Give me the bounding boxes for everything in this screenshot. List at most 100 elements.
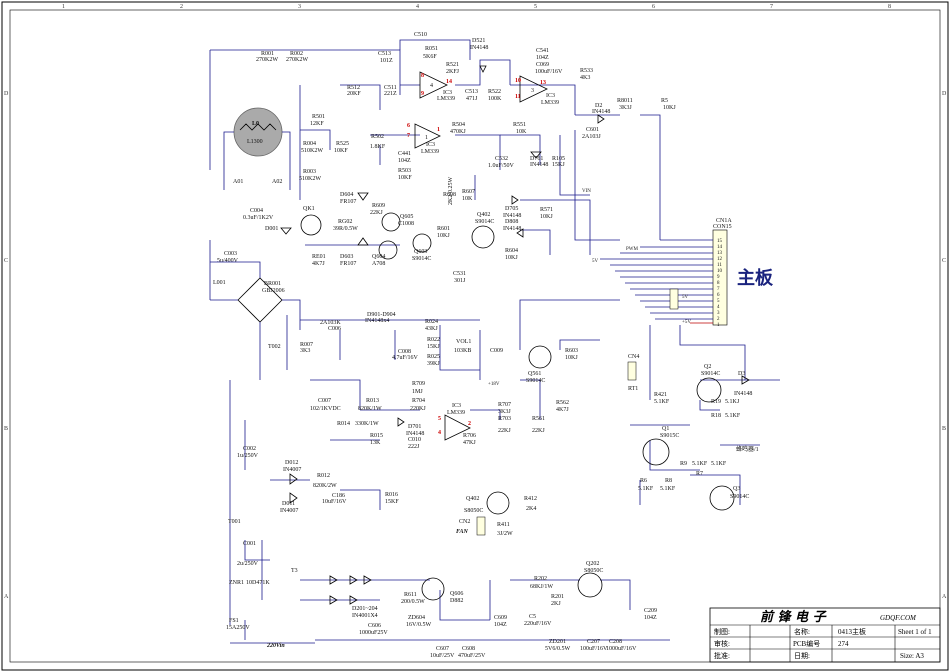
cn1a-pin-7: 7: [717, 287, 720, 292]
brand-title: 前 锋 电 子: [760, 609, 828, 625]
c609-label: C609: [494, 615, 507, 621]
d761-label: D761: [530, 156, 543, 162]
q202-value: S8050C: [584, 568, 603, 574]
r562-label: R562: [556, 400, 569, 406]
wires-right: [630, 325, 780, 505]
r533-label: R533: [580, 68, 593, 74]
zd604-label: ZD604: [408, 615, 425, 621]
r706-label: R706: [463, 433, 476, 439]
label-pizhun: 批准:: [714, 651, 730, 660]
r5-label: R5: [661, 98, 668, 104]
q603-value: S9014C: [412, 256, 431, 262]
r202-value: 68KJ/1W: [530, 584, 553, 590]
net-5vb-right: +5V: [682, 320, 691, 325]
r8-value: 5.1KF: [660, 486, 676, 492]
r706-value: 47KJ: [463, 440, 476, 446]
ic3b-value: LM339: [541, 100, 559, 106]
c208-label: C208: [609, 639, 622, 645]
ic3c-label: IC3: [426, 142, 435, 148]
c004-value: 0.3uF/1K2V: [243, 215, 274, 221]
r18-label: R18: [711, 413, 721, 419]
label-pcb: PCB编号: [793, 639, 820, 648]
c607-value: 10uF/25V: [430, 653, 455, 659]
r608-label: R608: [443, 192, 456, 198]
ic3a-value: LM339: [437, 96, 455, 102]
c186-label: C186: [332, 493, 345, 499]
svg-text:8: 8: [421, 73, 424, 79]
r7-label: R7: [696, 471, 703, 477]
fs1-value: 15A250V: [226, 625, 250, 631]
a01-label: A01: [233, 179, 243, 185]
labels-mid: C006 2A103K D901-D904 IN4148x4 R024 43KJ…: [237, 312, 578, 514]
r015-label: R015: [370, 433, 383, 439]
svg-text:4: 4: [438, 430, 441, 436]
bridge-bottom: [329, 575, 372, 605]
wires-mid: [229, 299, 620, 561]
mains-label: 220Vin: [266, 643, 285, 649]
r8011-value: 3K3J: [619, 105, 632, 111]
r7-value: 5.1KF: [711, 461, 727, 467]
small-connector-right: 5V +5V: [669, 288, 691, 325]
r611-label: R611: [404, 592, 417, 598]
r502-value: 1.8KF: [370, 144, 386, 150]
q605-label: Q605: [400, 214, 413, 220]
r007-value: 3K3: [300, 348, 310, 354]
r522-label: R522: [488, 89, 501, 95]
grid-row-d-right: D: [942, 91, 947, 97]
q3-value: S9014C: [730, 494, 749, 500]
d3-label: D3: [738, 371, 745, 377]
r012-label: R012: [317, 473, 330, 479]
l0-label: L0: [252, 121, 259, 127]
cn4-label: CN4: [628, 354, 639, 360]
net-5v: 5V: [592, 259, 599, 264]
connector-cn1a: CN1A CON15: [712, 218, 732, 326]
cn1a-pin-4: 4: [717, 305, 720, 310]
l0-value: L1300: [247, 139, 263, 145]
zd201-value: 5V6/0.5W: [545, 646, 571, 652]
q606-label: Q606: [450, 591, 463, 597]
d201-value: IN4001X4: [352, 613, 378, 619]
svg-text:11: 11: [515, 94, 521, 100]
q402b-value: S8050C: [464, 508, 483, 514]
r022-label: R022: [427, 337, 440, 343]
r001-label: R001: [261, 51, 274, 57]
r609-value: 22KJ: [370, 210, 383, 216]
r007-label: R007: [300, 342, 313, 348]
label-riqi: 日期:: [794, 652, 810, 660]
labels-mid-left: A01 A02 C004 0.3uF/1K2V QK1 D001 D604 FR…: [217, 177, 553, 285]
q402-value: S9014C: [475, 219, 494, 225]
grid-top: 1 2 3 4 5 6 7 8: [62, 4, 891, 10]
d901-label: D901-D904: [367, 312, 396, 318]
r5-value: 10KJ: [663, 105, 676, 111]
d521-value: IN4148: [470, 45, 488, 51]
c513-label: C513: [378, 51, 391, 57]
cn1a-pin-3: 3: [717, 311, 720, 316]
diodes-mid-left: [289, 417, 405, 504]
c207-label: C207: [587, 639, 600, 645]
r016-label: R016: [385, 492, 398, 498]
r704-value: 220KJ: [410, 406, 426, 412]
cn1a-pin-5: 5: [717, 299, 720, 304]
grid-right: D C B A: [942, 91, 947, 600]
c5-value: 220uF/16V: [524, 621, 552, 627]
grid-row-b-right: B: [942, 426, 946, 432]
c003-value: 5u/400V: [217, 258, 239, 264]
r421-label: R421: [654, 392, 667, 398]
svg-text:5: 5: [438, 416, 441, 422]
c513-value: 101Z: [380, 58, 393, 64]
size-value: Size: A3: [900, 652, 924, 660]
d705-label: D705: [505, 206, 518, 212]
svg-text:2: 2: [468, 421, 471, 427]
q604-label: Q604: [372, 254, 385, 260]
grid-row-b: B: [4, 426, 8, 432]
svg-text:10: 10: [515, 78, 521, 84]
led-label: 蜂鸣器/1: [736, 445, 759, 453]
r709-value: 1MJ: [412, 389, 423, 395]
q604-value: A708: [372, 261, 385, 267]
sheet-inner-border: [9, 9, 941, 663]
cn1a-pin-8: 8: [717, 281, 720, 286]
title-block: 前 锋 电 子 GDQF.COM 制图: 名称: 0413主板 Sheet 1 …: [709, 607, 941, 663]
cn1a-pin-1: 1: [717, 323, 720, 328]
cn1a-pin-12: 12: [717, 257, 723, 262]
